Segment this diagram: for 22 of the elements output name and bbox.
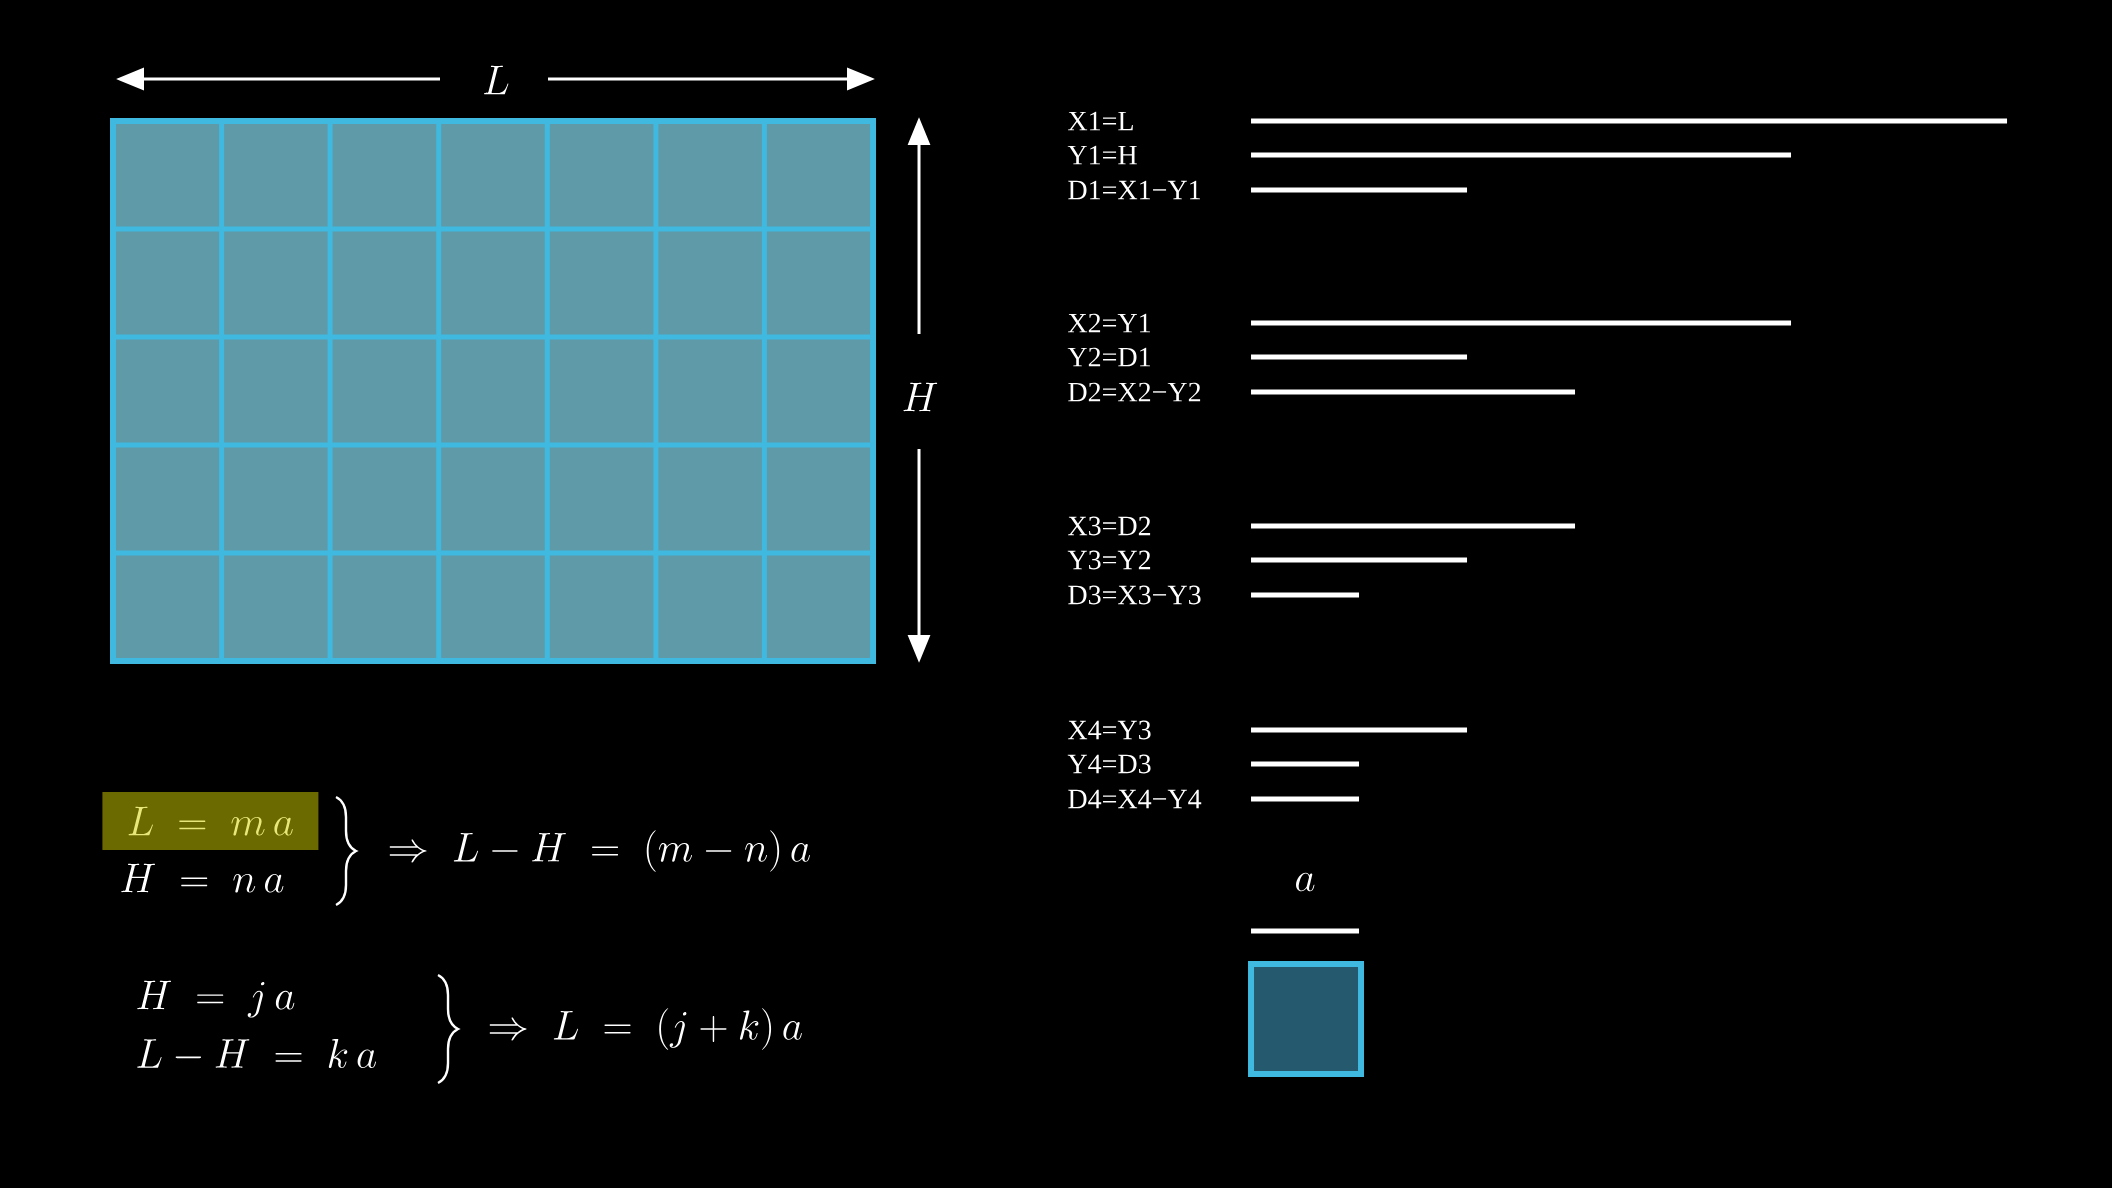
bar-label: Y1=H — [1067, 145, 1137, 165]
bar-label: D4=X4−Y4 — [1068, 789, 1202, 809]
formula: $\Rightarrow\; L \;=\; (j + k)\,a$ — [489, 1008, 802, 1050]
highlighted-formula: $L \;=\; m\,a$ — [102, 792, 319, 850]
unit-square — [1248, 961, 1364, 1077]
bar-label: Y3=Y2 — [1067, 550, 1151, 570]
bar-label: X2=Y1 — [1068, 313, 1150, 333]
dimension-label: $L$ — [484, 65, 509, 95]
bar-label: X1=L — [1068, 111, 1133, 131]
bar-label: D3=X3−Y3 — [1068, 585, 1201, 605]
bar-label: X4=Y3 — [1068, 720, 1151, 740]
bar-label: X3=D2 — [1068, 516, 1151, 536]
formula: $L - H \;=\; k\,a$ — [137, 1038, 377, 1069]
formula: $H \;=\; n\,a$ — [121, 863, 284, 893]
bar-label: D1=X1−Y1 — [1068, 180, 1200, 200]
bar-label: D2=X2−Y2 — [1068, 382, 1201, 402]
formula: $H \;=\; j\,a$ — [137, 980, 295, 1018]
formula: $\Rightarrow\; L - H \;=\; (m - n)\,a$ — [389, 830, 810, 872]
bar-label: Y2=D1 — [1067, 347, 1150, 367]
bar-label: Y4=D3 — [1067, 754, 1151, 774]
dimension-label: $H$ — [903, 382, 938, 412]
unit-label: $a$ — [1296, 872, 1315, 892]
